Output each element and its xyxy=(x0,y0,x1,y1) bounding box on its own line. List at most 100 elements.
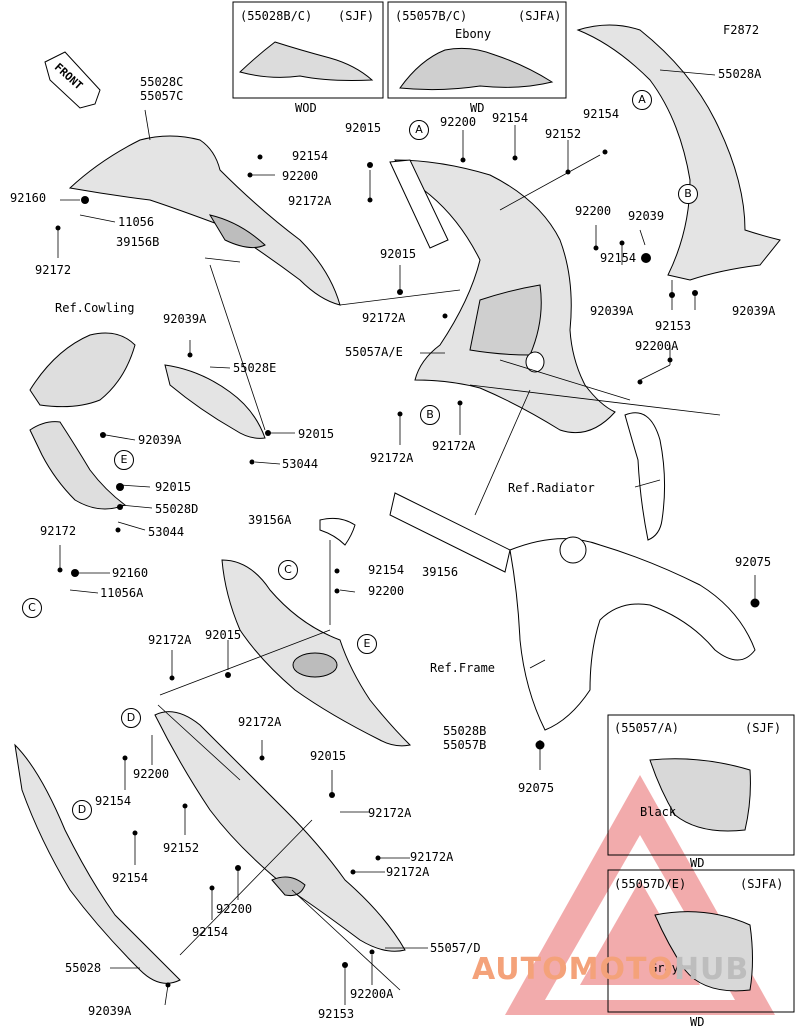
watermark-text: AUTOMOTOHUB xyxy=(472,952,750,987)
part-label: 92172A xyxy=(386,865,430,879)
part-label: 55057B xyxy=(443,738,487,752)
part-label: 39156B xyxy=(116,235,160,249)
part-label: 92015 xyxy=(205,628,242,642)
part-label: 92200 xyxy=(282,169,319,183)
part-label: 92039A xyxy=(590,304,634,318)
callout-e: E xyxy=(357,634,377,654)
part-label: 92015 xyxy=(345,121,382,135)
part-label: 92200A xyxy=(350,987,394,1001)
part-label: 92200 xyxy=(440,115,477,129)
callout-b: B xyxy=(420,405,440,425)
inset-tl-code: (55028B/C) xyxy=(240,9,313,23)
inset-box-top-left xyxy=(232,1,384,99)
cowl-55028d xyxy=(29,421,127,510)
part-label: 55028E xyxy=(233,361,277,375)
inset-fairing-wod xyxy=(239,41,374,81)
part-label: 92154 xyxy=(292,149,329,163)
frame-ref-part xyxy=(509,538,756,731)
part-label: 11056A xyxy=(100,586,144,600)
ref-radiator: Ref.Radiator xyxy=(508,481,595,495)
cowl-55028e xyxy=(164,364,266,439)
ref-cowling: Ref.Cowling xyxy=(55,301,135,315)
front-arrow xyxy=(44,51,101,109)
ref-cowling-part xyxy=(29,332,136,408)
part-label: 92015 xyxy=(298,427,335,441)
part-label: 92160 xyxy=(10,191,47,205)
inset-box-bottom-right xyxy=(607,869,795,1013)
callout-d: D xyxy=(121,708,141,728)
radiator-ref-part xyxy=(624,412,666,541)
strip-39156a xyxy=(319,517,356,546)
inset-tl-variant: (SJF) xyxy=(338,9,375,23)
part-label: 53044 xyxy=(148,525,185,539)
part-label: 55028D xyxy=(155,502,199,516)
leader-lines xyxy=(57,69,756,1006)
inset-tr-code: (55057B/C) xyxy=(395,9,468,23)
part-label: 92172A xyxy=(288,194,332,208)
part-label: 55028B xyxy=(443,724,487,738)
part-label: 92154 xyxy=(192,925,229,939)
cowl-55028c xyxy=(68,135,341,306)
part-label: 92172 xyxy=(40,524,77,538)
callout-a: A xyxy=(409,120,429,140)
part-label: 55057/D xyxy=(430,941,481,955)
part-label: 92075 xyxy=(735,555,772,569)
part-label: 92039A xyxy=(163,312,207,326)
part-label: 92172A xyxy=(148,633,192,647)
part-label: 92172A xyxy=(362,311,406,325)
callout-b: B xyxy=(678,184,698,204)
inset-br-caption: WD xyxy=(690,1015,705,1029)
part-label: 11056 xyxy=(118,215,155,229)
part-label: 53044 xyxy=(282,457,319,471)
part-label: 92153 xyxy=(318,1007,355,1021)
diagram-code: F2872 xyxy=(723,23,760,37)
part-label: 92153 xyxy=(655,319,692,333)
callout-e: E xyxy=(114,450,134,470)
part-label: 92154 xyxy=(583,107,620,121)
part-label: 92154 xyxy=(368,563,405,577)
inset-mr-caption: WD xyxy=(690,856,705,870)
inset-br-variant: (SJFA) xyxy=(740,877,784,891)
part-label: 92200 xyxy=(575,204,612,218)
inset-tr-caption: WD xyxy=(470,101,485,115)
part-label: 92172A xyxy=(410,850,454,864)
part-label: 92039 xyxy=(628,209,665,223)
part-label: 92172A xyxy=(238,715,282,729)
part-label: 55057C xyxy=(140,89,184,103)
inset-box-mid-right xyxy=(607,714,795,856)
part-label: 92152 xyxy=(163,841,200,855)
inset-fairing-black xyxy=(649,758,751,832)
cowl-55028 xyxy=(14,743,181,984)
inset-mr-variant: (SJF) xyxy=(745,721,782,735)
inset-box-top-right xyxy=(387,1,567,99)
part-label: 92172 xyxy=(35,263,72,277)
part-label: 92200 xyxy=(368,584,405,598)
inset-fairing-ebony xyxy=(399,47,554,91)
part-label: 92015 xyxy=(310,749,347,763)
part-label: 92154 xyxy=(492,111,529,125)
part-label: 39156A xyxy=(248,513,292,527)
part-label: 92160 xyxy=(112,566,149,580)
part-label: 55028A xyxy=(718,67,762,81)
part-label: 55057A/E xyxy=(345,345,403,359)
part-label: 55028C xyxy=(140,75,184,89)
callout-c: C xyxy=(278,560,298,580)
inset-mr-color: Black xyxy=(640,805,677,819)
part-label: 92015 xyxy=(155,480,192,494)
inset-fairing-gray xyxy=(654,911,753,992)
part-label: 92172A xyxy=(368,806,412,820)
callout-a: A xyxy=(632,90,652,110)
part-label: 92039A xyxy=(88,1004,132,1018)
part-label: 92152 xyxy=(545,127,582,141)
part-label: 39156 xyxy=(422,565,459,579)
part-label: 92154 xyxy=(112,871,149,885)
inset-br-code: (55057D/E) xyxy=(614,877,687,891)
cowl-55028a xyxy=(576,24,781,281)
part-label: 92039A xyxy=(138,433,182,447)
part-label: 92015 xyxy=(380,247,417,261)
inset-br-color: Gray xyxy=(650,961,679,975)
inset-tr-color: Ebony xyxy=(455,27,492,41)
part-label: 92172A xyxy=(432,439,476,453)
inset-tr-variant: (SJFA) xyxy=(518,9,562,23)
